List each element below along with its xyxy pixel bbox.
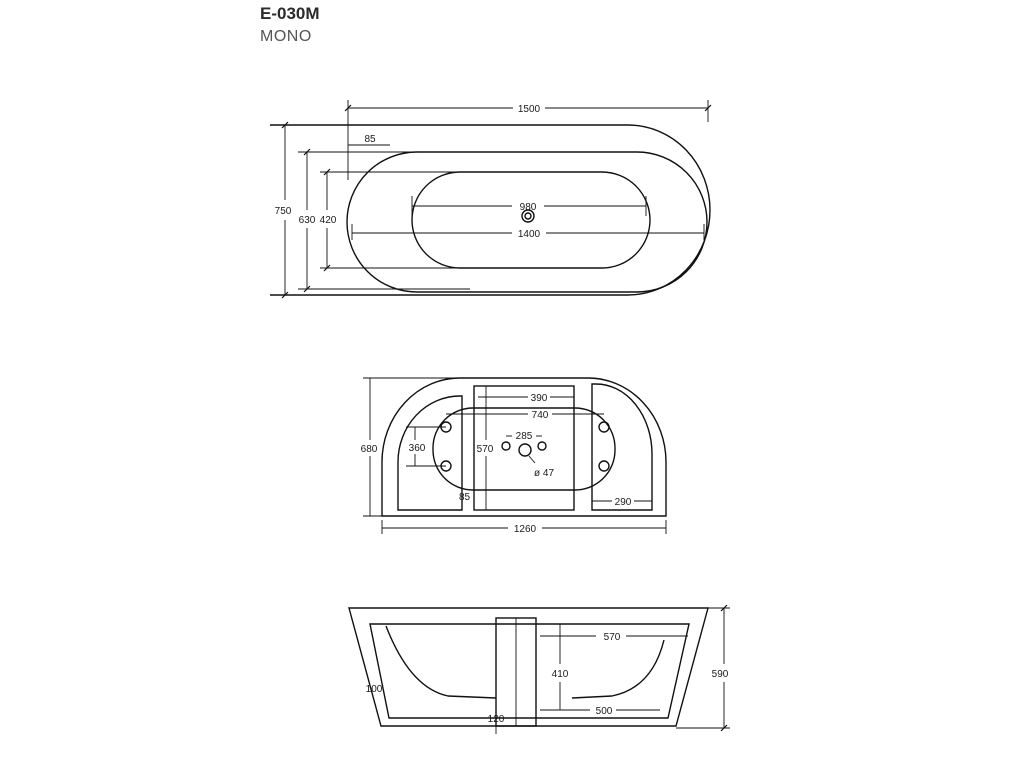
drain-icon <box>521 209 535 223</box>
dim-680: 680 <box>361 444 378 455</box>
dim-85-top: 85 <box>364 134 376 145</box>
side-view-basin-curve <box>385 625 497 699</box>
side-view-inner-outline <box>369 623 690 719</box>
base-basin-outline <box>432 407 616 491</box>
foot-icon <box>598 460 610 472</box>
dim-740: 740 <box>532 410 549 421</box>
top-view: 1500 85 980 1400 750 630 <box>270 100 712 299</box>
side-view-outer-outline <box>348 607 709 727</box>
dim-360: 360 <box>409 443 426 454</box>
base-view: 390 740 285 ø 47 680 360 570 85 290 <box>361 377 667 535</box>
dim-285: 285 <box>516 431 533 442</box>
dim-750: 750 <box>275 206 292 217</box>
dim-1400: 1400 <box>518 229 541 240</box>
foot-icon <box>537 441 547 451</box>
dim-drain-diameter: ø 47 <box>534 468 554 479</box>
dim-1500: 1500 <box>518 104 541 115</box>
dim-410: 410 <box>552 669 569 680</box>
dim-420: 420 <box>320 215 337 226</box>
dim-630: 630 <box>299 215 316 226</box>
dim-290: 290 <box>615 497 632 508</box>
dim-590: 590 <box>712 669 729 680</box>
top-view-inner-basin <box>346 151 708 293</box>
base-right-block <box>591 383 653 511</box>
dim-390: 390 <box>531 393 548 404</box>
foot-icon <box>501 441 511 451</box>
base-middle-block <box>473 385 575 511</box>
foot-icon <box>598 421 610 433</box>
dim-85-base: 85 <box>459 492 471 503</box>
dim-100: 100 <box>366 684 383 695</box>
dim-1260: 1260 <box>514 524 537 535</box>
model-subtitle: MONO <box>260 28 312 45</box>
dim-120: 120 <box>488 714 505 725</box>
top-view-floor <box>411 171 651 269</box>
dim-570-base: 570 <box>477 444 494 455</box>
top-view-outer-outline <box>270 124 711 296</box>
base-view-outer-outline <box>381 377 667 517</box>
drain-icon <box>518 443 532 457</box>
model-title: E-030M <box>260 4 320 23</box>
side-view: 570 410 500 590 100 120 <box>348 604 730 734</box>
dim-500: 500 <box>596 706 613 717</box>
dim-570-side: 570 <box>604 632 621 643</box>
dim-980: 980 <box>520 202 537 213</box>
base-left-block <box>397 395 463 511</box>
